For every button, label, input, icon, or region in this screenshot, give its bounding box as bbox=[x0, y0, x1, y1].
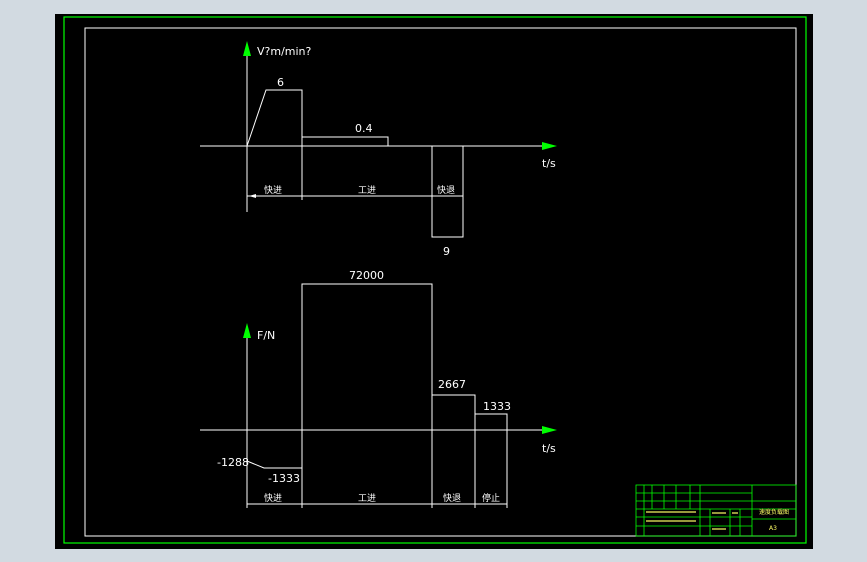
velocity-phase-label-fast-return: 快退 bbox=[437, 184, 455, 196]
title-block-sheet-size: A3 bbox=[769, 525, 777, 532]
force-fast-return-profile bbox=[432, 394, 476, 430]
force-stop-profile bbox=[475, 413, 508, 430]
force-y-arrow-icon bbox=[243, 323, 251, 338]
force-phase-label-fast-forward: 快进 bbox=[264, 492, 282, 504]
force-phase-label-fast-return: 快退 bbox=[443, 492, 461, 504]
title-block-drawing-title: 速度负载图 bbox=[759, 508, 789, 516]
velocity-y-arrow-icon bbox=[243, 41, 251, 56]
force-stop-value: 1333 bbox=[483, 400, 511, 413]
velocity-fast-forward-profile bbox=[246, 89, 303, 147]
velocity-y-axis-label: V?m/min? bbox=[257, 45, 312, 58]
velocity-work-feed-profile bbox=[302, 136, 389, 146]
force-phase-label-work-feed: 工进 bbox=[358, 493, 376, 504]
force-x-axis-label: t/s bbox=[542, 442, 556, 455]
force-work-feed-value: 72000 bbox=[349, 269, 384, 282]
force-phase-label-stop: 停止 bbox=[482, 492, 500, 504]
force-start-value: -1288 bbox=[217, 456, 249, 469]
force-fast-return-value: 2667 bbox=[438, 378, 466, 391]
velocity-dim-tick-icon bbox=[249, 194, 256, 198]
inner-frame bbox=[84, 27, 797, 537]
velocity-phase-label-fast-forward: 快进 bbox=[264, 184, 282, 196]
title-block bbox=[635, 484, 797, 537]
drawing-sheet bbox=[55, 14, 813, 549]
velocity-fast-return-value: 9 bbox=[443, 245, 450, 258]
velocity-phase-label-work-feed: 工进 bbox=[358, 185, 376, 196]
force-diagram bbox=[200, 283, 546, 508]
velocity-fast-forward-value: 6 bbox=[277, 76, 284, 89]
title-block-small-text bbox=[646, 511, 738, 530]
force-x-arrow-icon bbox=[542, 426, 557, 434]
velocity-work-feed-value: 0.4 bbox=[355, 122, 373, 135]
velocity-x-axis-label: t/s bbox=[542, 157, 556, 170]
force-y-axis-label: F/N bbox=[257, 329, 275, 342]
force-fast-forward-value: -1333 bbox=[268, 472, 300, 485]
force-work-feed-profile bbox=[301, 283, 433, 430]
velocity-x-arrow-icon bbox=[542, 142, 557, 150]
outer-frame bbox=[63, 16, 807, 544]
velocity-diagram bbox=[200, 52, 546, 238]
force-fast-forward-profile bbox=[246, 430, 303, 469]
